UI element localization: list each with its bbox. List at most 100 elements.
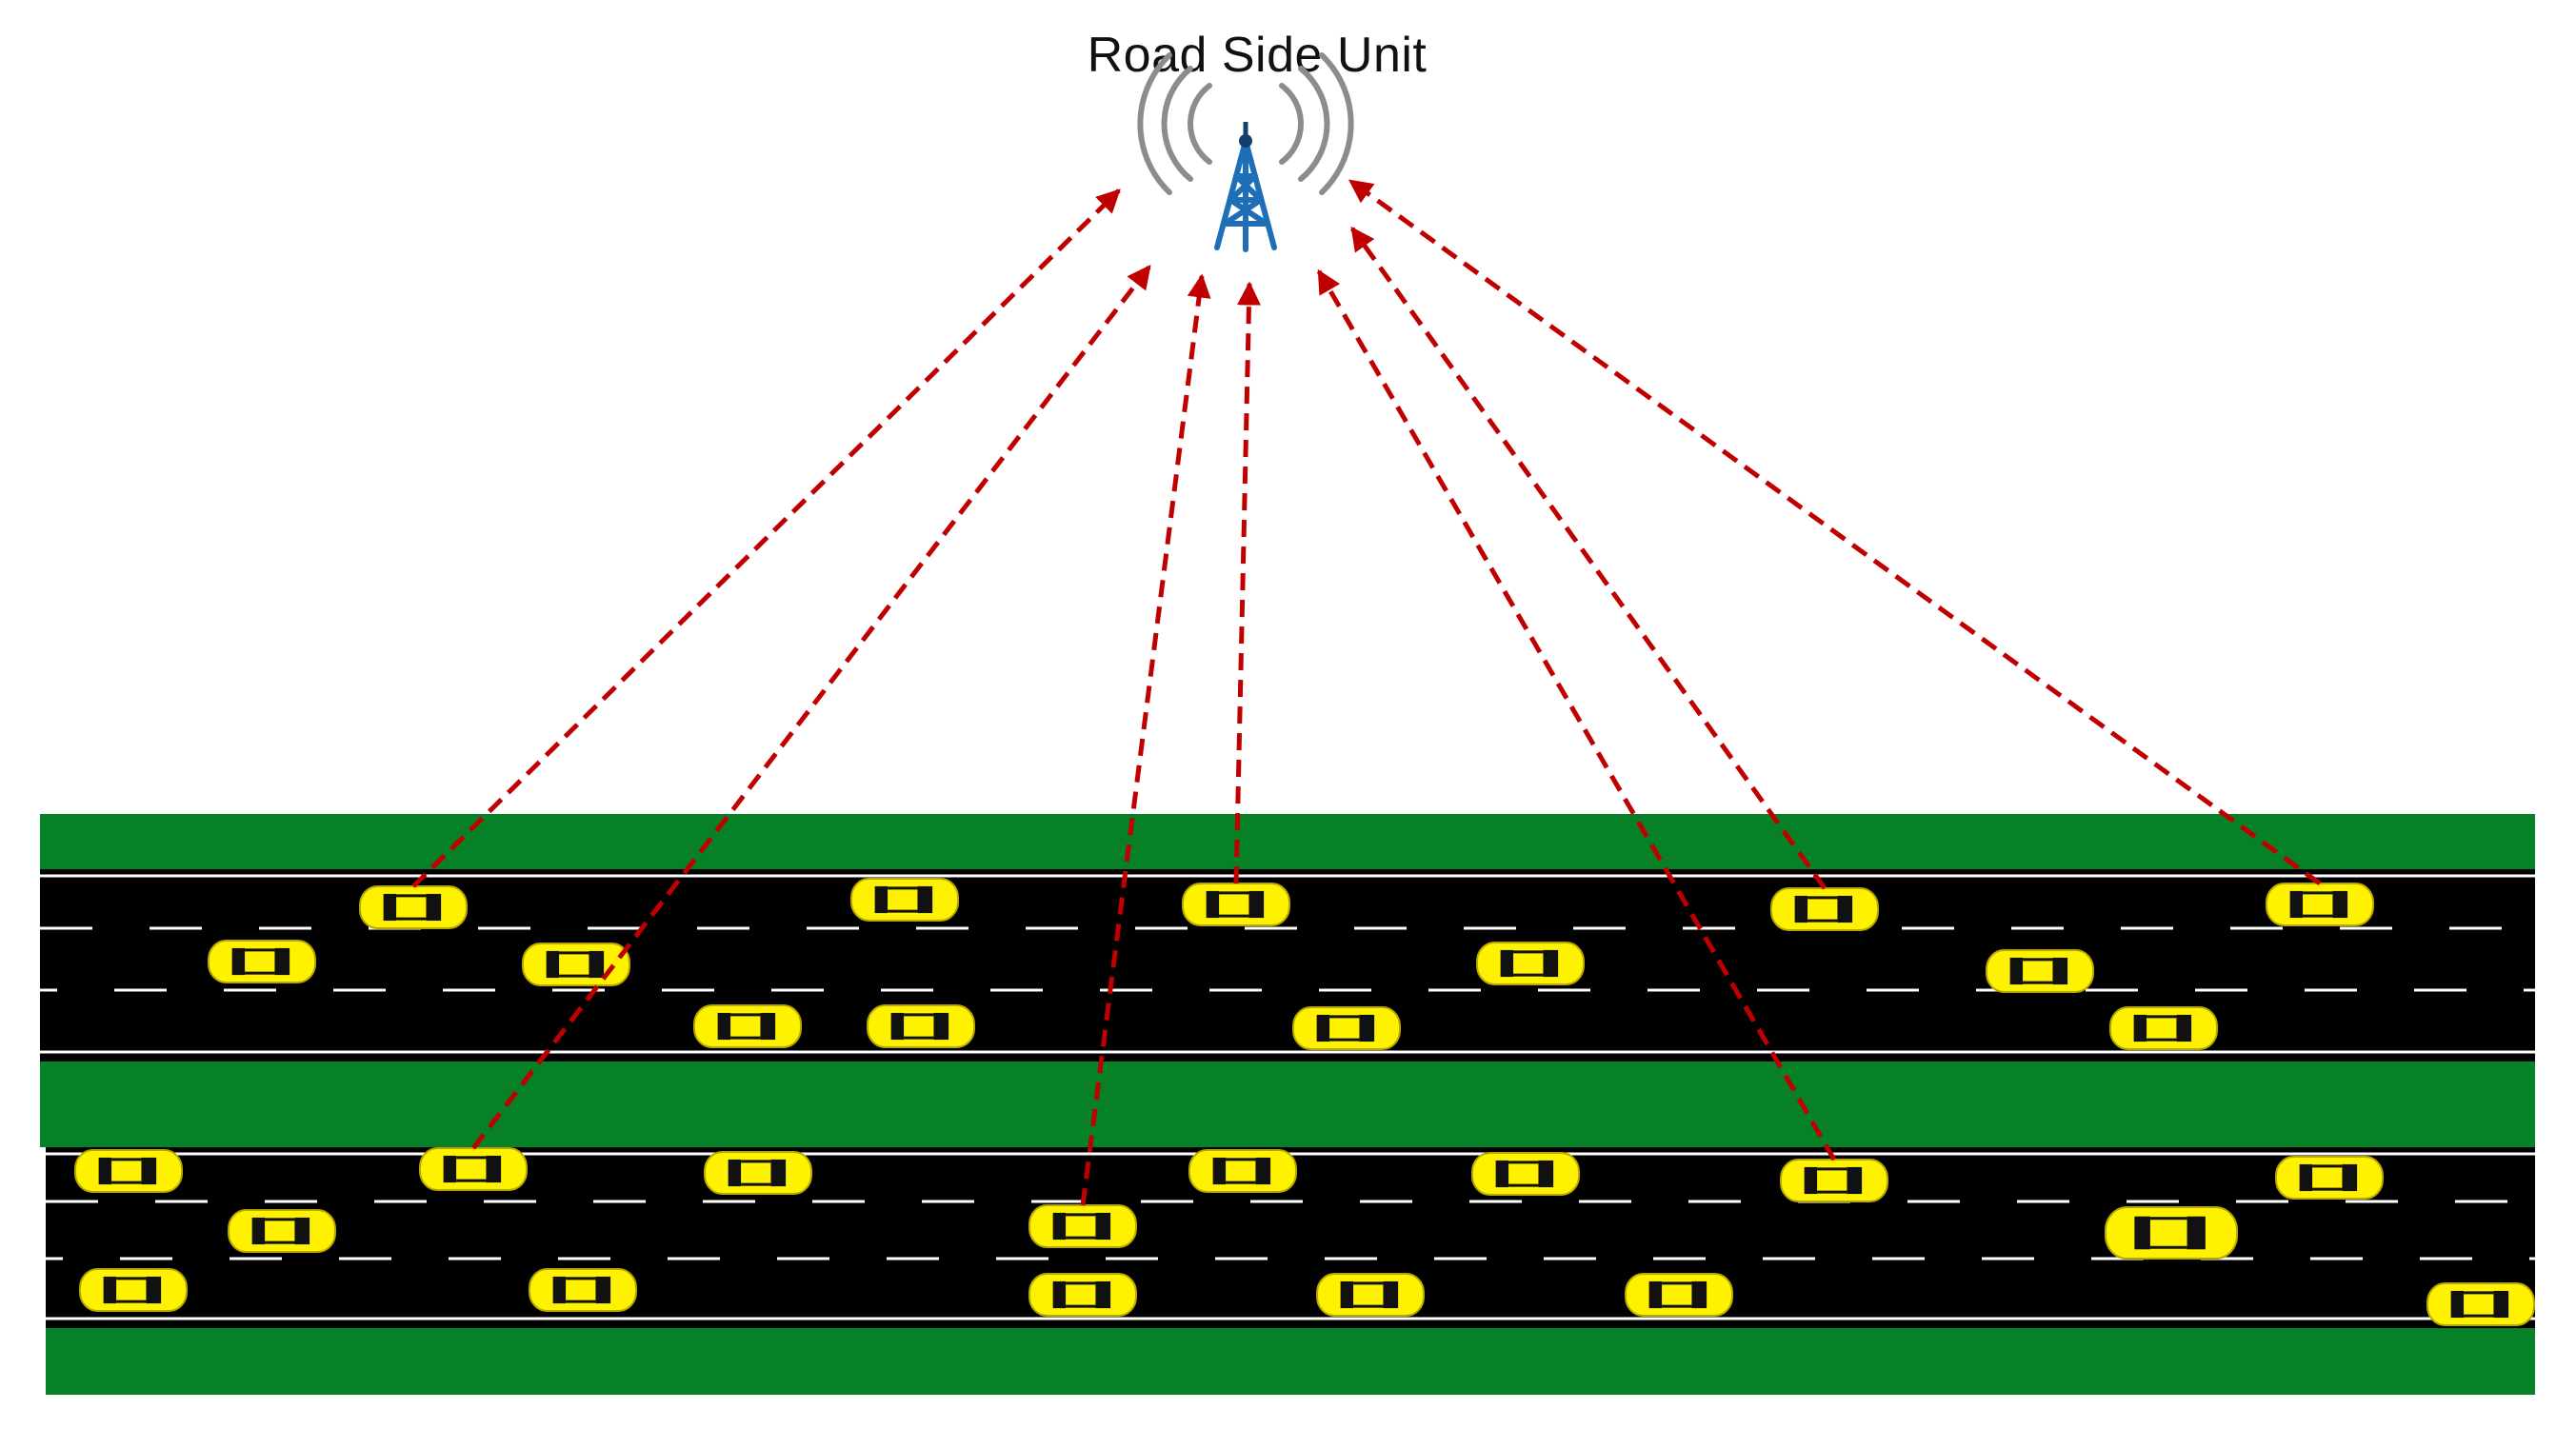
vehicle [208, 940, 316, 983]
car-rear-window [1804, 1166, 1818, 1195]
vehicle [1476, 942, 1585, 985]
upper-lane-markings [40, 874, 2535, 1054]
v2i-links [411, 178, 2322, 1206]
car-windshield [1837, 895, 1853, 923]
vehicles [74, 878, 2535, 1326]
vehicle [1471, 1152, 1580, 1196]
connected-vehicle [1770, 887, 1879, 931]
vehicle [79, 1268, 188, 1312]
car-body [1476, 942, 1585, 985]
car-windshield [2493, 1290, 2509, 1319]
car-windshield [1691, 1280, 1707, 1309]
car-windshield [1248, 890, 1265, 919]
car-rear-window [1316, 1014, 1330, 1042]
vehicle [1316, 1273, 1425, 1317]
car-windshield [933, 1012, 949, 1041]
v2i-link-arrow [1349, 226, 1827, 890]
connected-vehicle [1028, 1204, 1137, 1248]
car-body [1316, 1273, 1425, 1317]
car-body [2105, 1206, 2238, 1260]
car-rear-window [874, 885, 889, 914]
tower-antenna [1239, 134, 1252, 148]
car-windshield [1538, 1160, 1554, 1188]
car-windshield [426, 893, 442, 922]
vehicle [2109, 1006, 2218, 1050]
car-windshield [1095, 1212, 1111, 1241]
car-body [529, 1268, 637, 1312]
car-rear-window [103, 1276, 117, 1304]
car-body [2109, 1006, 2218, 1050]
vehicle [74, 1149, 183, 1193]
car-body [74, 1149, 183, 1193]
car-rear-window [2134, 1216, 2150, 1250]
car-body [1625, 1273, 1733, 1317]
car-windshield [589, 950, 605, 979]
vehicle [1986, 949, 2094, 993]
lower-road-bottom-grass [46, 1328, 2535, 1395]
car-windshield [294, 1217, 310, 1245]
car-rear-window [98, 1157, 112, 1185]
car-body [208, 940, 316, 983]
vehicle [850, 878, 959, 922]
vehicle [529, 1268, 637, 1312]
car-body [419, 1147, 528, 1191]
car-body [228, 1209, 336, 1253]
connected-vehicle [2266, 883, 2374, 926]
signal-waves [1137, 52, 1354, 195]
car-body [1770, 887, 1879, 931]
car-windshield [146, 1276, 162, 1304]
car-rear-window [251, 1217, 266, 1245]
car-windshield [486, 1155, 502, 1183]
connected-vehicle [1182, 883, 1290, 926]
vehicle [867, 1004, 975, 1048]
car-rear-window [2450, 1290, 2465, 1319]
car-rear-window [1794, 895, 1808, 923]
car-windshield [1255, 1157, 1271, 1185]
vehicle [522, 943, 630, 986]
car-rear-window [552, 1276, 567, 1304]
car-windshield [1847, 1166, 1863, 1195]
car-rear-window [2009, 957, 2024, 985]
vehicle [704, 1151, 812, 1195]
car-body [522, 943, 630, 986]
car-rear-window [1206, 890, 1220, 919]
car-windshield [2342, 1163, 2358, 1192]
car-rear-window [1212, 1157, 1227, 1185]
car-body [1188, 1149, 1297, 1193]
car-windshield [2332, 890, 2348, 919]
car-body [704, 1151, 812, 1195]
car-windshield [760, 1012, 776, 1041]
v2i-link-arrow [1316, 268, 1837, 1161]
vehicle [1625, 1273, 1733, 1317]
vehicle [2105, 1206, 2238, 1260]
rsu-title: Road Side Unit [1087, 28, 1428, 83]
car-rear-window [443, 1155, 457, 1183]
vehicle [1292, 1006, 1401, 1050]
car-windshield [770, 1159, 787, 1187]
car-rear-window [383, 893, 397, 922]
vehicle [1188, 1149, 1297, 1193]
car-rear-window [1648, 1280, 1663, 1309]
car-windshield [1383, 1280, 1399, 1309]
upper-road-top-grass [40, 814, 2535, 869]
vehicle [2275, 1156, 2384, 1200]
vehicle [1028, 1273, 1137, 1317]
car-windshield [141, 1157, 157, 1185]
car-rear-window [890, 1012, 905, 1041]
connected-vehicle [359, 885, 468, 929]
upper-road [40, 814, 2535, 1147]
radio-tower-icon [1137, 52, 1354, 252]
v2i-link-arrow [1233, 281, 1261, 884]
car-windshield [1359, 1014, 1375, 1042]
car-windshield [917, 885, 933, 914]
car-rear-window [2289, 890, 2304, 919]
car-body [2275, 1156, 2384, 1200]
car-body [2266, 883, 2374, 926]
car-body [693, 1004, 802, 1048]
car-rear-window [1500, 949, 1514, 978]
v2i-link-arrow [411, 189, 1121, 888]
car-windshield [2187, 1216, 2206, 1250]
v2i-link-arrow [1080, 273, 1211, 1206]
car-rear-window [1495, 1160, 1509, 1188]
car-rear-window [1340, 1280, 1354, 1309]
